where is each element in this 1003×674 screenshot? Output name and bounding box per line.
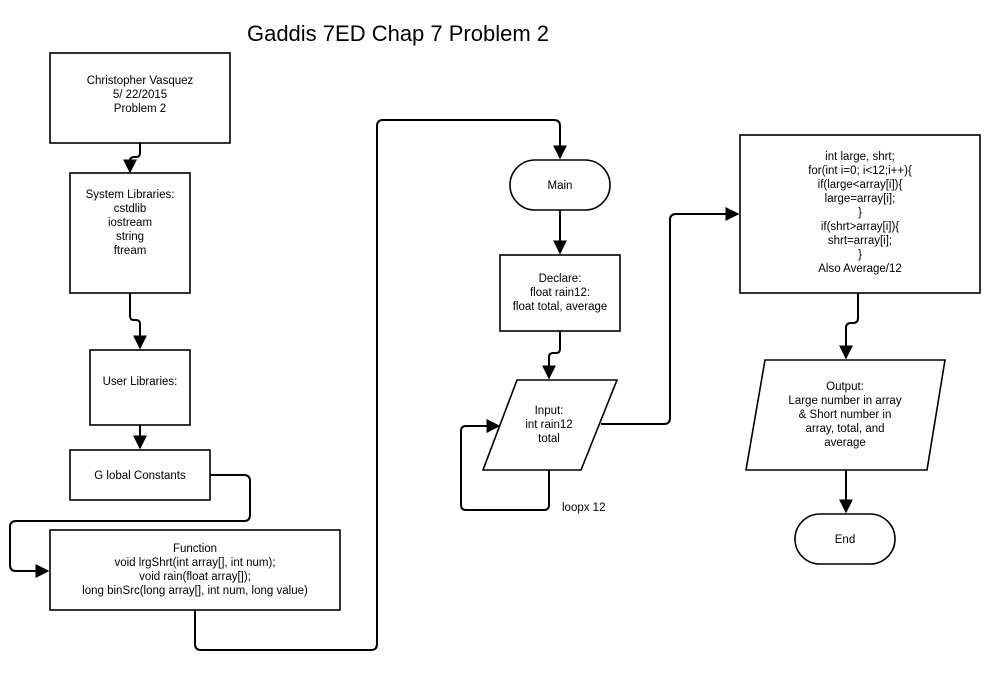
process-text: int large, shrt; for(int i=0; i<12;i++){ i… — [808, 151, 912, 275]
node-text-line: } — [858, 207, 862, 219]
node-text-line: shrt=array[i]; — [828, 235, 892, 247]
node-text-line: & Short number in — [799, 409, 892, 421]
global-constants-text: G lobal Constants — [94, 470, 186, 482]
node-text-line: for(int i=0; i<12;i++){ — [808, 165, 912, 177]
node-text-line: int large, shrt; — [825, 151, 895, 163]
node-text-line: long binSrc(long array[], int num, long … — [82, 585, 308, 597]
edge-system-to-user-libraries — [129, 293, 147, 350]
node-text-line: Main — [548, 180, 573, 192]
node-text-line: array, total, and — [805, 423, 884, 435]
edge-input-to-process — [601, 207, 740, 425]
node-declare: Declare: float rain12: float total, averag… — [499, 254, 621, 332]
node-functions: Function void lrgShrt(int array[], int nu… — [49, 529, 341, 611]
node-text-line: End — [835, 534, 855, 546]
input-text: Input: int rain12 total — [525, 405, 572, 445]
node-text-line: average — [824, 437, 866, 449]
node-global-constants: G lobal Constants — [69, 449, 211, 501]
node-text-line: G lobal Constants — [94, 470, 186, 482]
node-text-line: User Libraries: — [103, 376, 178, 388]
node-text-line: Problem 2 — [114, 103, 166, 115]
node-input: Input: int rain12 total — [481, 379, 619, 471]
node-text-line: iostream — [108, 217, 152, 229]
node-text-line: Input: — [535, 405, 564, 417]
node-text-line: } — [858, 249, 862, 261]
node-text-line: ftream — [114, 245, 147, 257]
edge-header-to-system-libraries — [123, 143, 141, 174]
node-text-line: if(shrt>array[i]){ — [821, 221, 899, 233]
loop-label: loopx 12 — [562, 502, 605, 514]
node-output: Output: Large number in array & Short numb… — [745, 359, 946, 471]
main-text: Main — [548, 180, 573, 192]
node-text-line: float total, average — [513, 301, 608, 313]
user-libraries-text: User Libraries: — [103, 376, 178, 388]
node-text-line: string — [116, 231, 144, 243]
node-text-line: Christopher Vasquez — [87, 75, 194, 87]
edge-process-to-output — [839, 293, 859, 360]
edge-declare-to-input — [542, 331, 561, 380]
functions-text: Function void lrgShrt(int array[], int nu… — [82, 543, 308, 597]
node-text-line: Output: — [826, 381, 864, 393]
node-text-line: 5/ 22/2015 — [113, 89, 167, 101]
node-text-line: if(large<array[i]){ — [818, 179, 903, 191]
edge-functions-to-main — [194, 119, 567, 651]
node-user-libraries: User Libraries: — [89, 349, 191, 426]
node-text-line: void rain(float array[]); — [139, 571, 251, 583]
node-text-line: System Libraries: — [86, 189, 175, 201]
node-text-line: Also Average/12 — [818, 263, 902, 275]
node-system-libraries: System Libraries: cstdlib iostream string ft… — [69, 172, 191, 294]
node-text-line: Large number in array — [788, 395, 901, 407]
node-text-line: total — [538, 433, 560, 445]
node-text-line: Function — [173, 543, 217, 555]
declare-text: Declare: float rain12: float total, averag… — [513, 273, 608, 313]
edge-input-loop — [460, 419, 550, 511]
edge-global-constants-to-functions — [9, 474, 251, 578]
diagram-title: Gaddis 7ED Chap 7 Problem 2 — [247, 21, 549, 46]
node-end: End — [794, 513, 896, 565]
node-main: Main — [509, 159, 611, 211]
end-text: End — [835, 534, 855, 546]
node-text-line: float rain12: — [530, 287, 590, 299]
node-text-line: cstdlib — [114, 203, 147, 215]
node-text-line: large=array[i]; — [825, 193, 896, 205]
output-text: Output: Large number in array & Short numb… — [788, 381, 901, 449]
node-text-line: Declare: — [539, 273, 582, 285]
node-text-line: int rain12 — [525, 419, 572, 431]
node-text-line: void lrgShrt(int array[], int num); — [114, 557, 275, 569]
node-process: int large, shrt; for(int i=0; i<12;i++){ i… — [739, 134, 981, 294]
connectors — [9, 119, 859, 651]
system-libraries-text: System Libraries: cstdlib iostream string ft… — [86, 189, 175, 257]
